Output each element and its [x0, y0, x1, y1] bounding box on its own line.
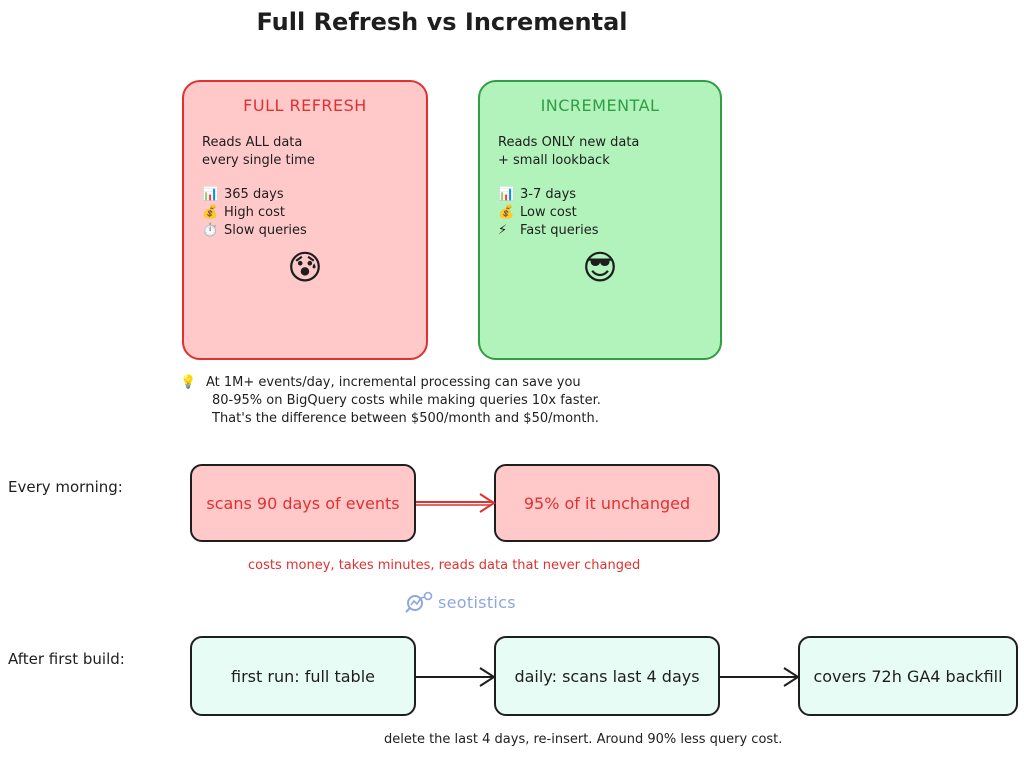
stat-text: Low cost	[520, 205, 577, 220]
incremental-stat-speed: ⚡ Fast queries	[498, 222, 598, 240]
seotistics-logo-icon	[405, 591, 433, 613]
full-refresh-stat-days: 📊 365 days	[202, 186, 284, 204]
money-bag-icon: 💰	[202, 205, 219, 220]
flow2-arrow-2	[720, 667, 800, 687]
flow2-arrow-1	[416, 667, 496, 687]
savings-note: 💡 At 1M+ events/day, incremental processi…	[180, 374, 601, 428]
bar-chart-icon: 📊	[202, 187, 219, 202]
stat-text: 3-7 days	[520, 187, 577, 202]
stat-text: Fast queries	[520, 223, 599, 238]
flow2-caption: delete the last 4 days, re-insert. Aroun…	[384, 732, 783, 747]
note-line1: At 1M+ events/day, incremental processin…	[206, 375, 581, 390]
anxious-face-icon: 😰	[287, 248, 323, 288]
incremental-stat-cost: 💰 Low cost	[498, 204, 577, 222]
brand-name: seotistics	[438, 592, 516, 612]
stopwatch-icon: ⏱️	[202, 223, 219, 238]
money-bag-icon: 💰	[498, 205, 515, 220]
page-title: Full Refresh vs Incremental	[256, 8, 628, 36]
note-line3: That's the difference between $500/month…	[212, 411, 599, 426]
stat-text: Slow queries	[224, 223, 307, 238]
brand-watermark: seotistics	[404, 590, 516, 614]
note-line2: 80-95% on BigQuery costs while making qu…	[212, 393, 601, 408]
full-refresh-desc-line1: Reads ALL data	[202, 135, 303, 150]
after-first-build-label: After first build:	[8, 650, 125, 668]
lightbulb-icon: 💡	[180, 375, 197, 390]
stat-text: 365 days	[224, 187, 284, 202]
incremental-heading: INCREMENTAL	[540, 96, 660, 115]
full-refresh-stat-speed: ⏱️ Slow queries	[202, 222, 307, 240]
flow1-unchanged-box: 95% of it unchanged	[494, 464, 720, 542]
stat-text: High cost	[224, 205, 285, 220]
incremental-desc-line1: Reads ONLY new data	[498, 135, 640, 150]
lightning-icon: ⚡	[498, 223, 508, 238]
flow2-backfill-box: covers 72h GA4 backfill	[798, 636, 1018, 716]
flow2-first-run-box: first run: full table	[190, 636, 416, 716]
full-refresh-stat-cost: 💰 High cost	[202, 204, 285, 222]
flow1-scan-box: scans 90 days of events	[190, 464, 416, 542]
incremental-desc-line2: + small lookback	[498, 153, 610, 168]
flow2-daily-box: daily: scans last 4 days	[494, 636, 720, 716]
every-morning-label: Every morning:	[8, 478, 123, 496]
full-refresh-card: FULL REFRESH Reads ALL data every single…	[182, 80, 428, 360]
full-refresh-heading: FULL REFRESH	[243, 96, 367, 115]
incremental-card: INCREMENTAL Reads ONLY new data + small …	[478, 80, 722, 360]
flow1-caption: costs money, takes minutes, reads data t…	[248, 558, 641, 573]
sunglasses-face-icon: 😎	[582, 248, 618, 288]
bar-chart-icon: 📊	[498, 187, 515, 202]
incremental-stat-days: 📊 3-7 days	[498, 186, 576, 204]
flow1-arrow	[416, 493, 496, 513]
full-refresh-desc-line2: every single time	[202, 153, 315, 168]
